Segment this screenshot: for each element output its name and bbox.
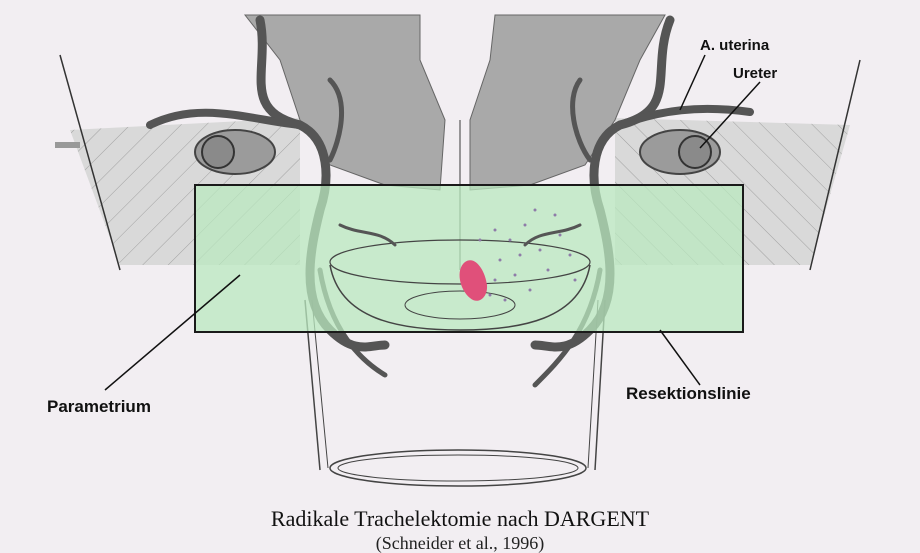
label-resektionslinie: Resektionslinie bbox=[626, 384, 751, 403]
caption-title: Radikale Trachelektomie nach DARGENT bbox=[271, 506, 650, 531]
caption-citation: (Schneider et al., 1996) bbox=[376, 533, 544, 553]
label-ureter: Ureter bbox=[733, 65, 777, 82]
label-parametrium: Parametrium bbox=[47, 397, 151, 416]
label-a-uterina: A. uterina bbox=[700, 37, 770, 54]
resection-box bbox=[195, 185, 743, 332]
